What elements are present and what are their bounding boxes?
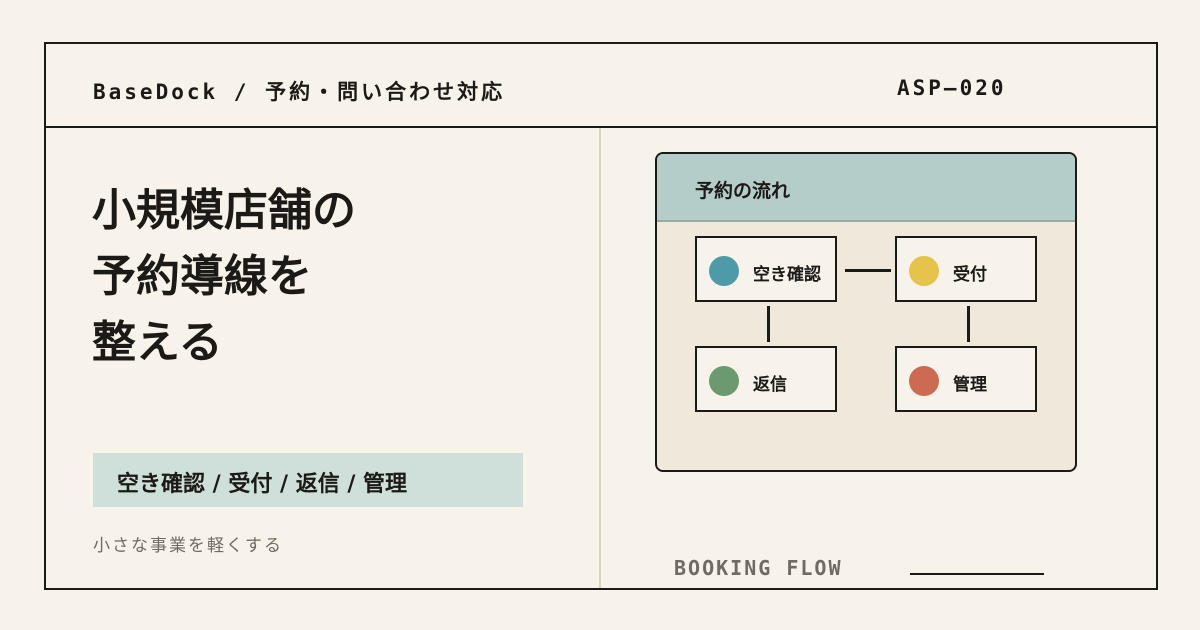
node-management: 管理 — [895, 346, 1037, 412]
node-dot — [909, 256, 939, 286]
headline-line-2: 予約導線を — [92, 251, 312, 302]
edge-availability-reception — [845, 269, 891, 272]
headline-line-1: 小規模店舗の — [92, 185, 356, 236]
node-dot — [709, 366, 739, 396]
column-divider — [599, 128, 601, 588]
node-dot — [709, 256, 739, 286]
booking-flow-underline — [910, 573, 1044, 575]
edge-availability-reply — [767, 306, 770, 342]
feature-tag-bar: 空き確認 / 受付 / 返信 / 管理 — [93, 453, 523, 507]
node-label: 空き確認 — [753, 265, 821, 285]
header-divider — [46, 126, 1156, 128]
card-frame: BaseDock / 予約・問い合わせ対応 ASP—020 小規模店舗の 予約導… — [44, 42, 1158, 590]
headline-line-3: 整える — [92, 317, 223, 368]
booking-flow-label: BOOKING FLOW — [674, 556, 843, 580]
headline: 小規模店舗の 予約導線を 整える — [92, 178, 356, 376]
node-reply: 返信 — [695, 346, 837, 412]
brand-title: BaseDock / 予約・問い合わせ対応 — [93, 80, 506, 104]
node-label: 受付 — [953, 265, 987, 285]
edge-reception-management — [967, 306, 970, 342]
flow-diagram-panel: 予約の流れ 空き確認 受付 返信 管理 — [655, 152, 1077, 472]
flow-diagram-header: 予約の流れ — [657, 154, 1075, 222]
subcopy: 小さな事業を軽くする — [93, 536, 283, 556]
flow-diagram-title: 予約の流れ — [695, 180, 791, 202]
node-reception: 受付 — [895, 236, 1037, 302]
node-label: 返信 — [753, 375, 787, 395]
node-label: 管理 — [953, 375, 987, 395]
feature-tag-text: 空き確認 / 受付 / 返信 / 管理 — [117, 472, 408, 497]
product-code: ASP—020 — [897, 76, 1007, 100]
node-dot — [909, 366, 939, 396]
node-availability-check: 空き確認 — [695, 236, 837, 302]
